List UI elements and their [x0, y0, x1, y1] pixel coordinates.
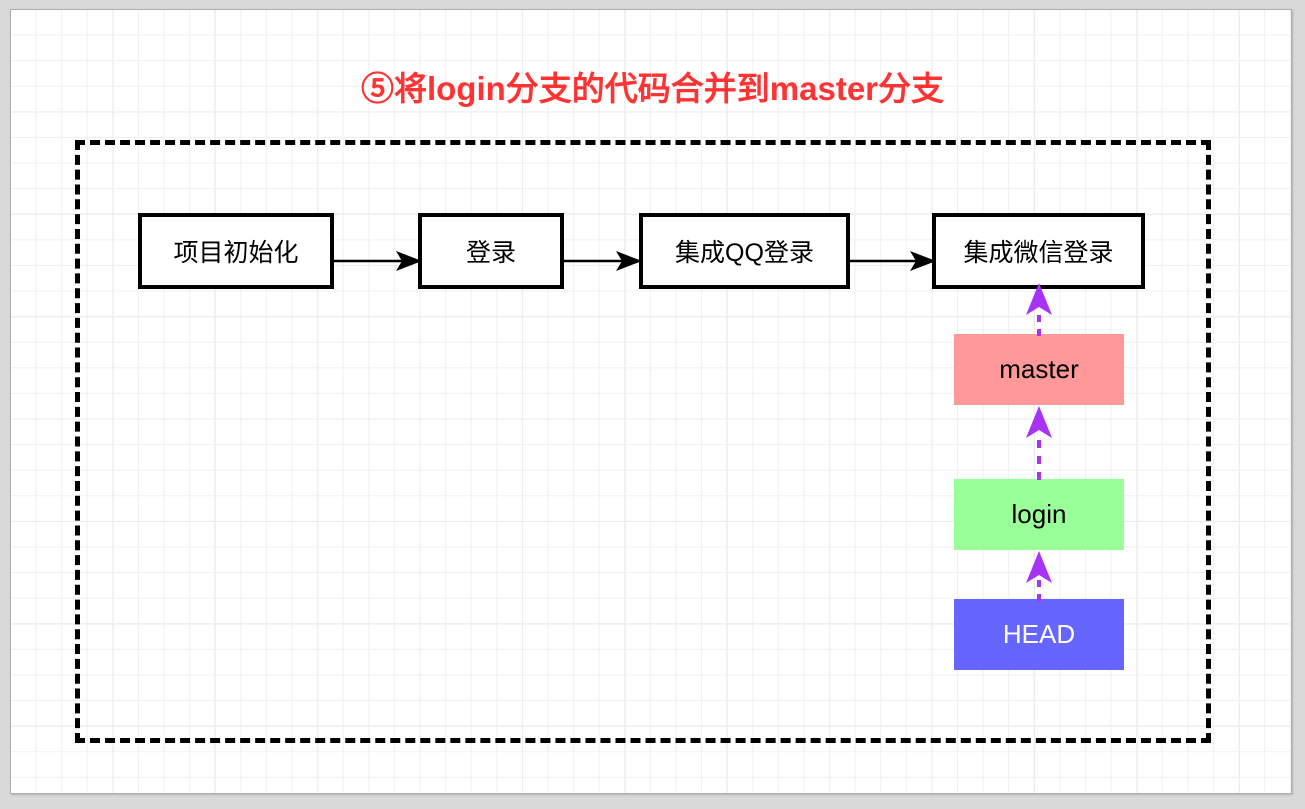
flow-box-login[interactable]: 登录	[418, 213, 564, 289]
branch-box-head[interactable]: HEAD	[954, 599, 1124, 670]
flow-box-project-init[interactable]: 项目初始化	[138, 213, 334, 289]
pointer-arrow-master-to-wechat	[1026, 283, 1052, 336]
flow-box-qq-login[interactable]: 集成QQ登录	[639, 213, 850, 289]
connector-arrow-qq-to-wechat	[848, 251, 936, 271]
dashed-group-container	[75, 140, 1211, 743]
page-title: ⑤将login分支的代码合并到master分支	[360, 70, 945, 107]
connector-arrow-init-to-login	[332, 251, 422, 271]
pointer-arrow-login-to-master	[1026, 406, 1052, 480]
branch-box-login[interactable]: login	[954, 479, 1124, 550]
pointer-arrow-head-to-login	[1026, 551, 1052, 601]
flow-box-wechat-login[interactable]: 集成微信登录	[932, 213, 1145, 289]
branch-box-master[interactable]: master	[954, 334, 1124, 405]
connector-arrow-login-to-qq	[562, 251, 642, 271]
